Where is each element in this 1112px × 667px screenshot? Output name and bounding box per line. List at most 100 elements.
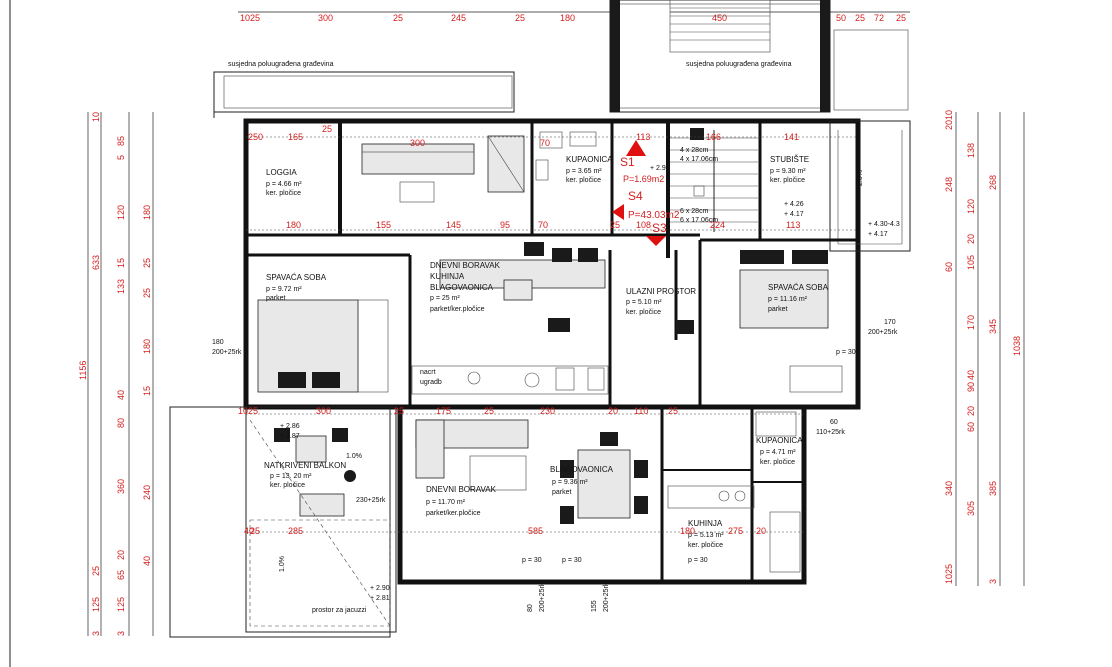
dim-top: 245	[451, 13, 466, 23]
building-walls	[169, 118, 911, 638]
dim: 20	[116, 550, 126, 560]
dim: 275	[728, 526, 743, 536]
dim: 300	[410, 138, 425, 148]
stair-note: 4 x 28cm	[680, 147, 709, 154]
marker-area-partial: P=1.69m2	[623, 174, 664, 184]
parapet: p = 30	[836, 349, 856, 356]
dim-top: 25	[515, 13, 525, 23]
dim: 2010	[944, 110, 954, 130]
room-dnevni-boravak-2: DNEVNI BORAVAK p = 11.70 m² parket/ker.p…	[426, 485, 497, 517]
room-labels: LOGGIA p = 4.66 m² ker. pločice KUPAONIC…	[264, 155, 829, 549]
dim: 20	[756, 526, 766, 536]
dim: 25	[142, 258, 152, 268]
room-area: p = 11.70 m²	[426, 499, 466, 506]
dim: 120	[966, 199, 976, 214]
room-loggia: LOGGIA p = 4.66 m² ker. pločice	[266, 168, 302, 197]
dim: 20	[966, 234, 976, 244]
level: + 2.81	[370, 595, 390, 602]
stair-note: 4 x 17.06cm	[680, 156, 718, 163]
dim: 165	[288, 132, 303, 142]
dim: 40	[966, 370, 976, 380]
dim: 180	[680, 526, 695, 536]
dim: 230	[540, 406, 555, 416]
opening-width: 180	[212, 339, 224, 346]
room-floor: ker. pločice	[688, 542, 723, 549]
opening-width: 80	[527, 604, 534, 612]
room-floor: ker. pločice	[566, 177, 601, 184]
dim: 285	[288, 526, 303, 536]
room-name-3: BLAGOVAONICA	[430, 283, 494, 292]
room-name: DNEVNI BORAVAK	[426, 485, 497, 494]
dim: 240	[142, 485, 152, 500]
room-name: STUBIŠTE	[770, 155, 809, 164]
left-dimensions: 1156 633 120 180 133 180 40 80 360 240 4…	[78, 112, 154, 636]
level: + 2.86	[280, 423, 300, 430]
room-area: p = 9.72 m²	[266, 286, 302, 293]
dim: 180	[286, 220, 301, 230]
dim: 175	[436, 406, 451, 416]
room-ulazni-prostor: ULAZNI PROSTOR p = 5.10 m² ker. pločice	[626, 287, 696, 316]
level: + 4.30-4.3	[868, 221, 900, 228]
marker-area-total: P=43.03m2	[628, 210, 680, 221]
level: + 2.90	[650, 165, 670, 172]
room-area: p = 9.30 m²	[770, 168, 806, 175]
dim: 155	[376, 220, 391, 230]
dim: 70	[538, 220, 548, 230]
dim: 385	[988, 481, 998, 496]
dim: 120	[116, 205, 126, 220]
room-floor: ker. pločice	[270, 482, 305, 489]
dim: 25	[394, 406, 404, 416]
level: + 4.17	[868, 231, 888, 238]
dim: 90	[966, 382, 976, 392]
dim: 145	[446, 220, 461, 230]
dim-top: 300	[318, 13, 333, 23]
opening-width: 60	[830, 419, 838, 426]
room-floor: ker. pločice	[770, 177, 805, 184]
dim: 40	[244, 526, 254, 536]
section-markers: S1 P=1.69m2 S4 P=43.03m2 S3	[612, 140, 680, 246]
room-name: KUHINJA	[688, 519, 723, 528]
dim-top: 25	[855, 13, 865, 23]
parapet: p = 30	[522, 557, 542, 564]
opening-height: 200+25rk	[539, 582, 546, 612]
slope-note: 2.0%	[857, 170, 864, 186]
dim: 20	[608, 406, 618, 416]
appliance-note: ugradb	[420, 379, 442, 386]
neighbor-building-right: susjedna poluugrađena građevina	[609, 0, 909, 113]
room-name: DNEVNI BORAVAK	[430, 261, 501, 270]
dim: 141	[784, 132, 799, 142]
dim: 360	[116, 479, 126, 494]
opening-labels: 180 200+25rk 170 200+25rk 230+25rk 110+2…	[212, 319, 898, 612]
stair-note: 6 x 17.06cm	[680, 217, 718, 224]
dim: 40	[142, 556, 152, 566]
opening-height: 200+25rk	[868, 329, 898, 336]
dim-top: 50	[836, 13, 846, 23]
dim: 10	[91, 112, 101, 122]
room-name: KUPAONICA	[566, 155, 613, 164]
dim: 25	[610, 220, 620, 230]
neighbor-label: susjedna poluugrađena građevina	[686, 61, 792, 68]
level: + 4.17	[784, 211, 804, 218]
room-area: p = 9.36 m²	[552, 479, 588, 486]
room-name: SPAVAĆA SOBA	[768, 283, 829, 292]
room-area: p = 25 m²	[430, 295, 460, 302]
furniture	[249, 131, 843, 627]
top-dimension-strip: 1025 300 25 245 25 180 450 20 50 25 72 2…	[238, 11, 910, 23]
dim: 125	[116, 597, 126, 612]
level: + 2.90	[370, 585, 390, 592]
room-floor: ker. pločice	[266, 190, 301, 197]
dim: 25	[142, 288, 152, 298]
dim: 15	[142, 386, 152, 396]
dim: 138	[966, 143, 976, 158]
appliance-note: nacrt	[420, 369, 436, 376]
room-name: ULAZNI PROSTOR	[626, 287, 696, 296]
parapet: p = 30	[562, 557, 582, 564]
dim: 113	[636, 132, 650, 142]
dim-top: 180	[560, 13, 575, 23]
dim-top: 25	[896, 13, 906, 23]
level-markers: + 2.90 + 2.86 + 2.87 + 4.26 + 4.17 + 4.3…	[280, 165, 900, 602]
opening-height: 200+25rk	[212, 349, 242, 356]
opening-height: 110+25rk	[816, 429, 845, 436]
dim-top: 25	[393, 13, 403, 23]
dim: 585	[528, 526, 543, 536]
